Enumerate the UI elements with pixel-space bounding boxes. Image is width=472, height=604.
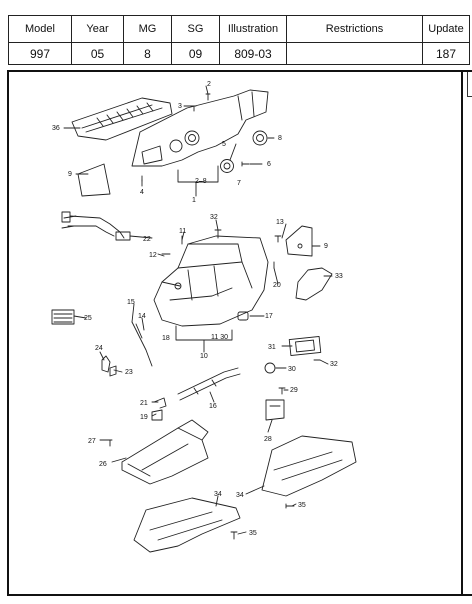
lower-trim-right-part [261,435,357,497]
air-vent-strip-part [71,97,173,141]
callout-32-right: 32 [330,361,338,368]
adjacent-frame-edge [463,70,472,596]
parts-diagram: 2 3 36 8 5 6 7 9 4 2–8 1 22 32 11 13 9 1… [51,81,357,553]
header-value-model: 997 [8,42,72,65]
callout-16: 16 [209,403,217,410]
header-value-sg: 09 [171,42,220,65]
callout-9-left: 9 [68,171,72,178]
callout-33: 33 [335,273,343,280]
callout-24: 24 [95,345,103,352]
side-trim-right-part [295,267,333,301]
side-cover-right-part [285,225,313,257]
callout-29: 29 [290,387,298,394]
vent-knob-part [220,159,234,173]
callout-19: 19 [140,414,148,421]
clip-part [101,355,117,377]
callout-22: 22 [143,236,151,243]
callout-17: 17 [265,313,273,320]
round-button-part [264,362,276,374]
vent-grille-part [51,309,75,325]
callout-8: 8 [278,135,282,142]
callout-9-right: 9 [324,243,328,250]
lock-part [265,399,285,421]
callout-18: 18 [162,335,170,342]
callout-26: 26 [99,461,107,468]
callout-30: 30 [288,366,296,373]
callout-2: 2 [207,81,211,88]
callout-35-right: 35 [298,502,306,509]
callout-28: 28 [264,436,272,443]
callout-35-bottom: 35 [249,530,257,537]
damper-small-part [237,311,249,321]
header-label-illustration: Illustration [219,15,287,43]
callout-3: 3 [178,103,182,110]
callout-14: 14 [138,313,146,320]
callout-34-upper: 34 [214,491,222,498]
callout-11-30: 11 30 [211,334,228,341]
header-value-illustration: 809-03 [219,42,287,65]
callout-25: 25 [84,315,92,322]
callout-1: 1 [192,197,196,204]
callout-32-top: 32 [210,214,218,221]
header-value-restrictions [286,42,423,65]
header-value-mg: 8 [123,42,172,65]
callout-5: 5 [222,141,226,148]
header-table: Model Year MG SG Illustration Restrictio… [8,15,470,65]
header-table-container: Model Year MG SG Illustration Restrictio… [0,0,472,65]
header-value-update: 187 [422,42,470,65]
header-label-update: Update [422,15,470,43]
callout-7: 7 [237,180,241,187]
callout-36: 36 [52,125,60,132]
callout-4: 4 [140,189,144,196]
wiring-harness-part [61,211,131,241]
callout-labels: 2 3 36 8 5 6 7 9 4 2–8 1 22 32 11 13 9 1… [52,81,343,537]
callout-31: 31 [268,344,276,351]
header-label-sg: SG [171,15,220,43]
glovebox-lid-part [121,419,209,485]
dashboard-center-housing-part [131,89,269,167]
vent-knob-part [252,130,268,146]
wiring-bracket-part [177,367,241,401]
callout-15: 15 [127,299,135,306]
callout-20: 20 [273,282,281,289]
callout-6: 6 [267,161,271,168]
callout-34-lower: 34 [236,492,244,499]
illustration-frame: 2 3 36 8 5 6 7 9 4 2–8 1 22 32 11 13 9 1… [7,70,463,596]
callout-10: 10 [200,353,208,360]
header-value-year: 05 [71,42,124,65]
callout-13: 13 [276,219,284,226]
lower-trim-left-part [133,497,241,553]
header-label-year: Year [71,15,124,43]
callout-27: 27 [88,438,96,445]
bracket-small-part [151,397,167,421]
damper-strut-part [131,321,153,367]
header-label-model: Model [8,15,72,43]
callout-23: 23 [125,369,133,376]
header-label-restrictions: Restrictions [286,15,423,43]
header-label-mg: MG [123,15,172,43]
switch-module-part [288,336,322,356]
callout-12: 12 [149,252,157,259]
glovebox-frame-part [153,235,269,327]
callout-11: 11 [179,228,186,235]
side-cover-left-part [77,163,111,197]
callout-21: 21 [140,400,148,407]
leader-lines [63,85,333,535]
callout-2-8: 2–8 [195,178,207,185]
